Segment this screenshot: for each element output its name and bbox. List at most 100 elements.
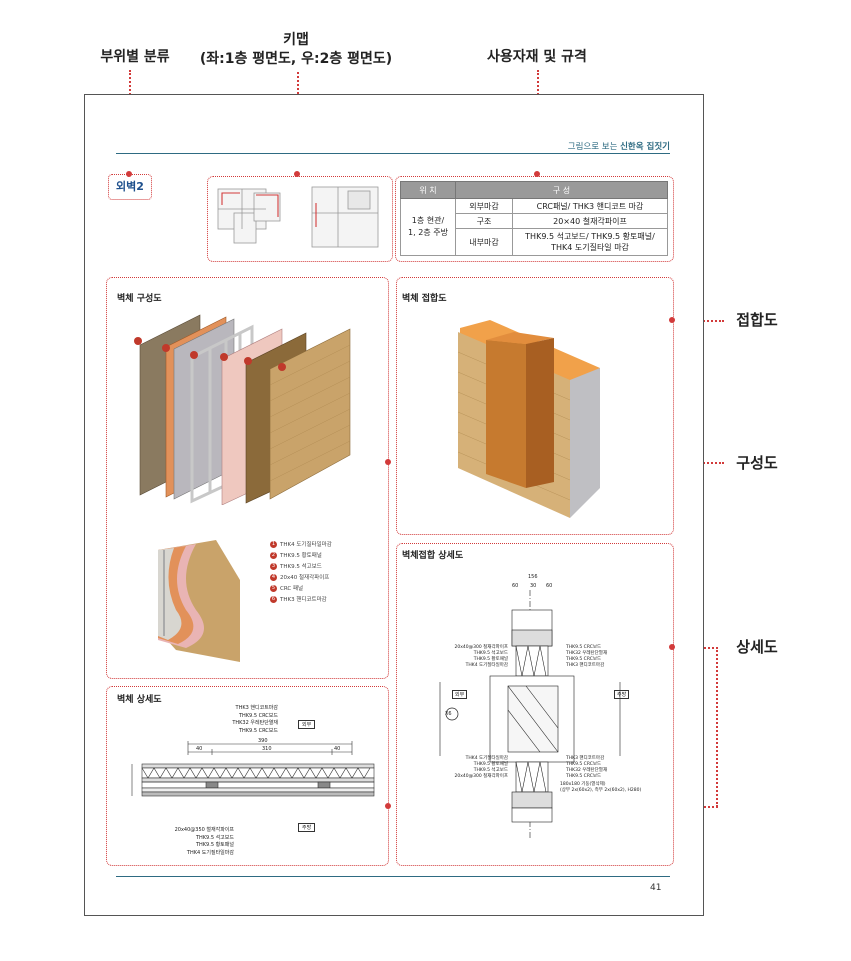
jd-bottom-left-labels: THK4 도기질타일마감 THK9.5 황토패널 THK9.5 석고보드 20x… bbox=[430, 756, 508, 780]
legend-number: 4 bbox=[270, 574, 277, 581]
label-text: THK9.5 CRC보드 bbox=[566, 657, 602, 662]
junction-3d-diagram bbox=[457, 320, 600, 518]
spec-box bbox=[395, 176, 674, 262]
legend-number: 2 bbox=[270, 552, 277, 559]
header-rule bbox=[116, 153, 670, 154]
spec-table: 위 치 구 성 1층 현관/ 1, 2층 주방 외부마감 CRC패널/ THK3… bbox=[400, 181, 668, 256]
leader-dot bbox=[534, 171, 540, 177]
header-book-title: 신한옥 집짓기 bbox=[620, 142, 670, 152]
wall-detail-title: 벽체 상세도 bbox=[117, 695, 162, 705]
spec-header-composition: 구 성 bbox=[455, 181, 668, 199]
label-text: THK9.5 황토패널 bbox=[473, 762, 508, 767]
jd-dim: 60 bbox=[512, 583, 519, 589]
keymap-plans bbox=[217, 186, 379, 248]
legend-number: 3 bbox=[270, 563, 277, 570]
jd-top-left-labels: 20x40@300 철재각파이프 THK9.5 석고보드 THK9.5 황토패널… bbox=[430, 645, 508, 669]
spec-part: 내부마감 bbox=[455, 228, 513, 256]
label-text: THK4 도기질타일마감 bbox=[465, 756, 508, 761]
footer-rule bbox=[116, 876, 670, 877]
spec-part: 외부마감 bbox=[455, 198, 513, 214]
annotation-junction: 접합도 bbox=[736, 311, 778, 329]
spec-value: 20×40 철재각파이프 bbox=[512, 213, 668, 229]
wall-detail-bottom-labels: 20x40@350 철재각파이프 THK9.5 석고보드 THK9.5 황토패널… bbox=[158, 827, 234, 857]
spec-header-location: 위 치 bbox=[400, 181, 456, 199]
layer-tile bbox=[269, 328, 351, 500]
spec-part: 구조 bbox=[455, 213, 513, 229]
jd-notes: 180x180 기둥(열삭제) (상부 2x(60x2), 측부 2x(60x2… bbox=[560, 782, 641, 794]
wall-cutaway-diagram bbox=[158, 540, 240, 662]
outside-label: 외부 bbox=[298, 720, 316, 729]
label-text: THK9.5 CRC보드 bbox=[566, 774, 602, 779]
exploded-wall-diagram bbox=[134, 314, 351, 505]
label-text: THK9.5 CRC보드 bbox=[566, 645, 602, 650]
label-text: THK3 핸디코트마감 bbox=[566, 756, 605, 761]
label-text: THK9.5 석고보드 bbox=[473, 651, 508, 656]
annotation-keymap: 키맵 (좌:1층 평면도, 우:2층 평면도) bbox=[196, 31, 396, 69]
label-text: THK9.5 석고보드 bbox=[195, 834, 234, 841]
legend-number: 5 bbox=[270, 585, 277, 592]
label-text: THK32 우레탄단열재 bbox=[566, 768, 608, 773]
annotation-category: 부위별 분류 bbox=[100, 49, 170, 65]
jd-dim-total: 156 bbox=[528, 574, 538, 580]
spec-location: 1층 현관/ 1, 2층 주방 bbox=[400, 198, 456, 256]
legend-text: THK3 핸디코트마감 bbox=[280, 597, 327, 603]
jd-bottom-right-labels: THK3 핸디코트마감 THK9.5 CRC보드 THK32 우레탄단열재 TH… bbox=[566, 756, 607, 780]
header-prefix: 그림으로 보는 bbox=[567, 142, 621, 152]
label-text: THK4 도기질타일마감 bbox=[465, 663, 508, 668]
junction-section-drawing bbox=[439, 590, 621, 840]
label-text: THK9.5 CRC보드 bbox=[566, 762, 602, 767]
label-text: 20x40@300 철재각파이프 bbox=[454, 645, 508, 650]
section-tag: 외벽2 bbox=[108, 174, 152, 200]
spec-value: THK9.5 석고보드/ THK9.5 황토패널/ THK4 도기질타일 마감 bbox=[512, 228, 668, 256]
label-text: THK4 도기질타일마감 bbox=[186, 849, 234, 856]
annotation-keymap-title: 키맵 bbox=[283, 32, 309, 48]
legend-text: THK9.5 석고보드 bbox=[280, 564, 322, 570]
note-text: 180x180 기둥(열삭제) bbox=[560, 782, 606, 787]
legend-number: 6 bbox=[270, 596, 277, 603]
label-text: THK9.5 CRC보드 bbox=[238, 712, 278, 719]
junction-box bbox=[396, 277, 674, 535]
label-text: THK9.5 황토패널 bbox=[473, 657, 508, 662]
page-number: 41 bbox=[650, 883, 662, 893]
junction-title: 벽체 접합도 bbox=[402, 294, 447, 304]
leader-dot bbox=[294, 171, 300, 177]
running-header: 그림으로 보는 신한옥 집짓기 bbox=[480, 140, 670, 152]
keymap-box bbox=[207, 176, 393, 262]
wall-section-drawing bbox=[131, 741, 375, 797]
wall-detail-top-labels: THK3 핸디코트마감 THK9.5 CRC보드 THK32 우레탄단열재 TH… bbox=[196, 705, 278, 735]
legend-text: THK9.5 황토패널 bbox=[280, 553, 322, 559]
leader-dot bbox=[669, 644, 675, 650]
dim-right: 40 bbox=[334, 746, 341, 752]
legend-text: THK4 도기질타일마감 bbox=[280, 542, 332, 548]
composition-title: 벽체 구성도 bbox=[117, 294, 162, 304]
wall-detail-box bbox=[106, 686, 389, 866]
annotation-keymap-sub: (좌:1층 평면도, 우:2층 평면도) bbox=[199, 51, 393, 67]
jd-inside-label: 주방 bbox=[614, 690, 630, 699]
leader-dot bbox=[126, 171, 132, 177]
note-text: (상부 2x(60x2), 측부 2x(60x2), H280) bbox=[560, 788, 642, 793]
label-text: THK32 우레탄단열재 bbox=[232, 720, 278, 726]
label-text: THK9.5 CRC보드 bbox=[238, 727, 278, 734]
leader-dot bbox=[669, 317, 675, 323]
jd-dim: 60 bbox=[546, 583, 553, 589]
label-text: THK9.5 황토패널 bbox=[195, 842, 234, 848]
leader-detail-v bbox=[716, 647, 718, 807]
annotation-detail: 상세도 bbox=[736, 638, 778, 656]
label-text: THK32 우레탄단열재 bbox=[566, 651, 608, 656]
inside-label: 주방 bbox=[298, 823, 316, 832]
jd-top-right-labels: THK9.5 CRC보드 THK32 우레탄단열재 THK9.5 CRC보드 T… bbox=[566, 645, 607, 669]
label-text: THK3 핸디코트마감 bbox=[235, 705, 278, 711]
label-text: THK3 핸디코트마감 bbox=[566, 663, 605, 668]
legend-text: CRC 패널 bbox=[280, 586, 304, 592]
junction-detail-box bbox=[396, 543, 674, 866]
junction-detail-title: 벽체접합 상세도 bbox=[402, 551, 464, 561]
annotation-composition: 구성도 bbox=[736, 454, 778, 472]
composition-box bbox=[106, 277, 389, 679]
